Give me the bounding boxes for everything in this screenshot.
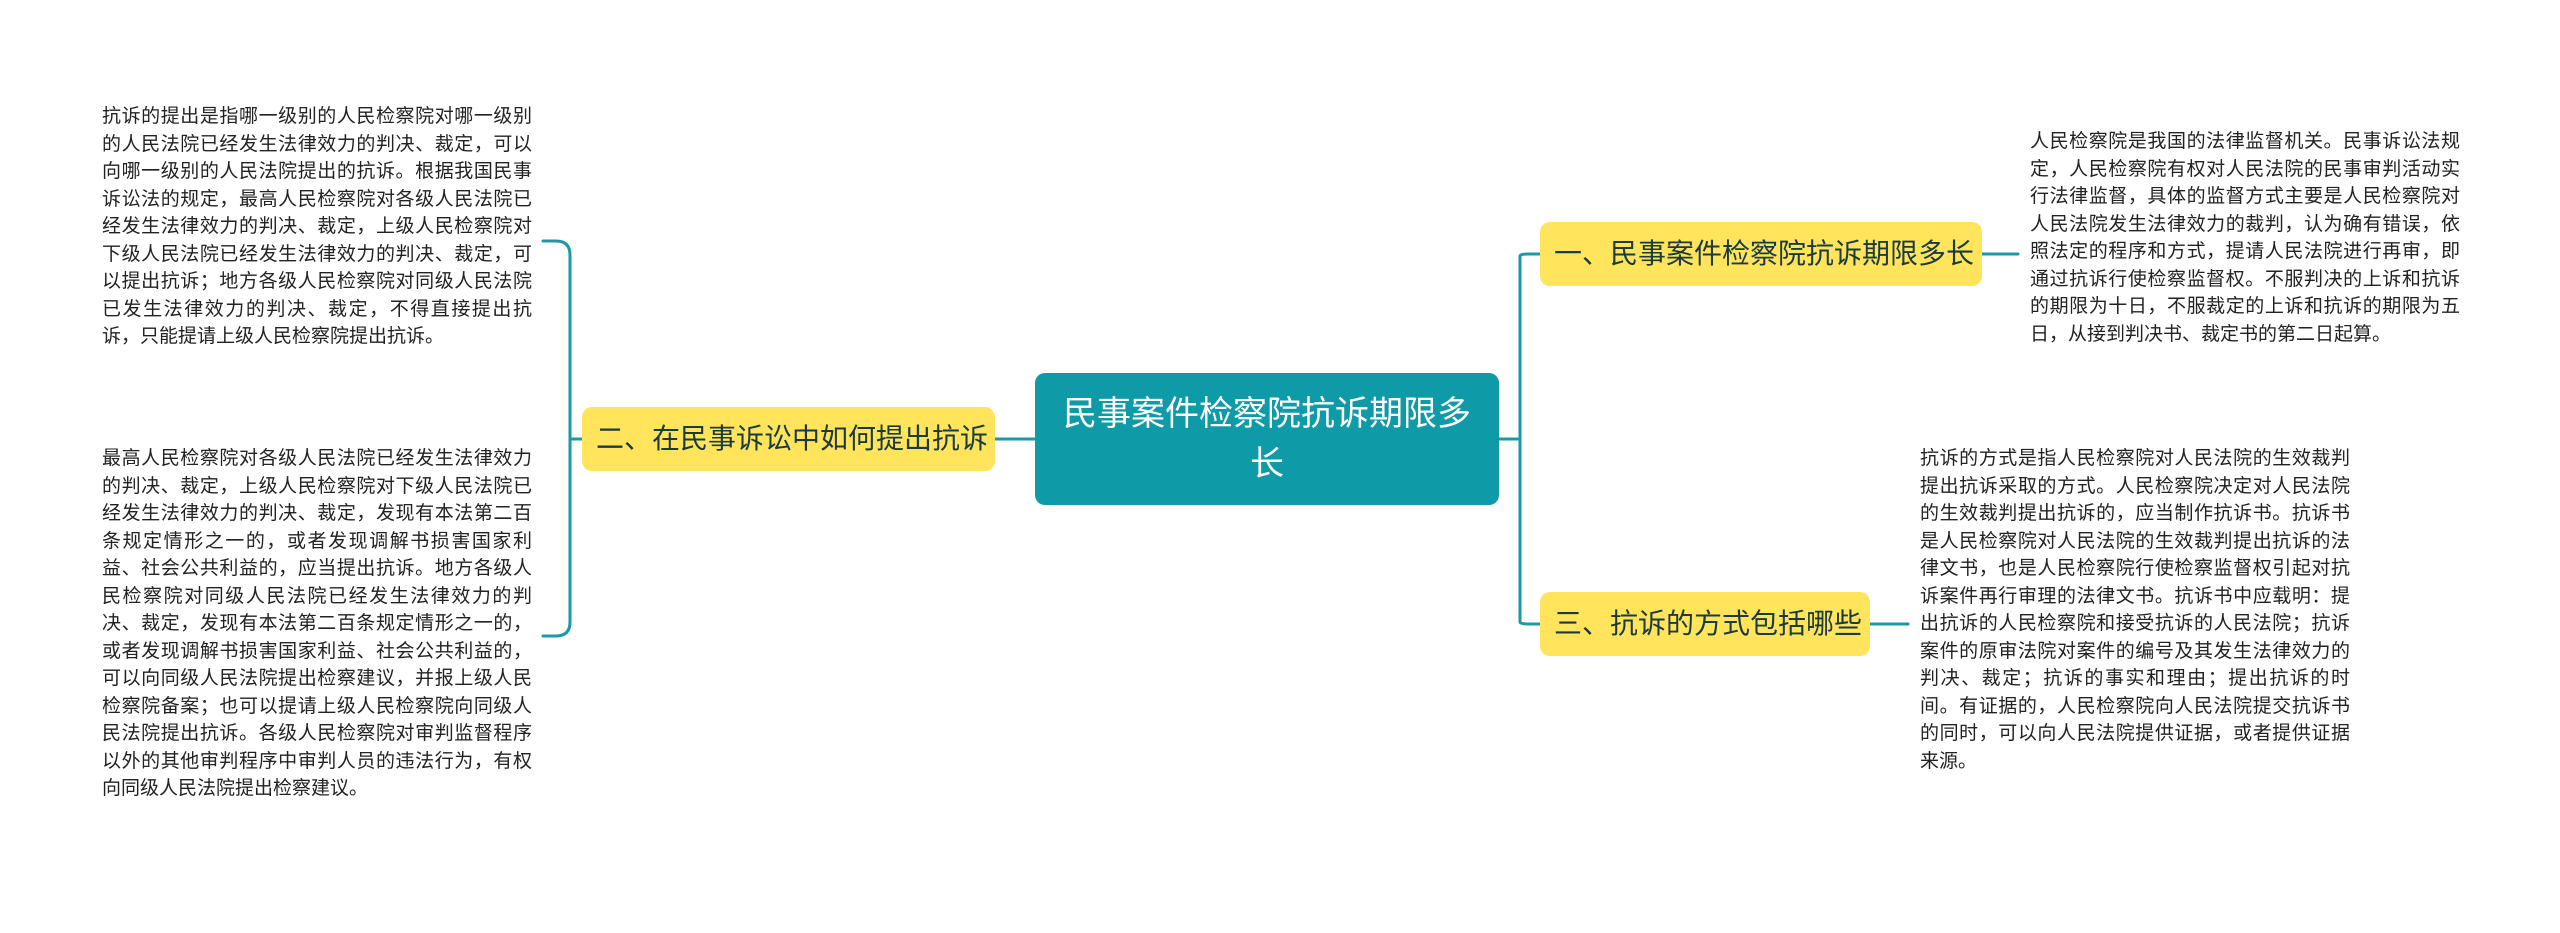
leaf-text-protest-methods: 抗诉的方式是指人民检察院对人民法院的生效裁判提出抗诉采取的方式。人民检察院决定对…	[1920, 447, 2350, 772]
link-root-to-b3	[1497, 437, 1542, 626]
link-root-to-b1	[1497, 252, 1542, 441]
branch-node-how-to-protest[interactable]: 二、在民事诉讼中如何提出抗诉	[582, 407, 995, 471]
branch-node-protest-methods[interactable]: 三、抗诉的方式包括哪些	[1540, 592, 1870, 656]
leaf-text-protest-and-recommendation: 最高人民检察院对各级人民法院已经发生法律效力的判决、裁定，上级人民检察院对下级人…	[102, 447, 532, 799]
link-b2-to-leaves	[541, 239, 584, 638]
leaf-text-time-limit: 人民检察院是我国的法律监督机关。民事诉讼法规定，人民检察院有权对人民法院的民事审…	[2030, 130, 2460, 345]
leaf-text-who-may-protest: 抗诉的提出是指哪一级别的人民检察院对哪一级别的人民法院已经发生法律效力的判决、裁…	[102, 105, 532, 347]
branch-node-time-limit[interactable]: 一、民事案件检察院抗诉期限多长	[1540, 222, 1982, 286]
root-node[interactable]: 民事案件检察院抗诉期限多长	[1035, 373, 1499, 505]
